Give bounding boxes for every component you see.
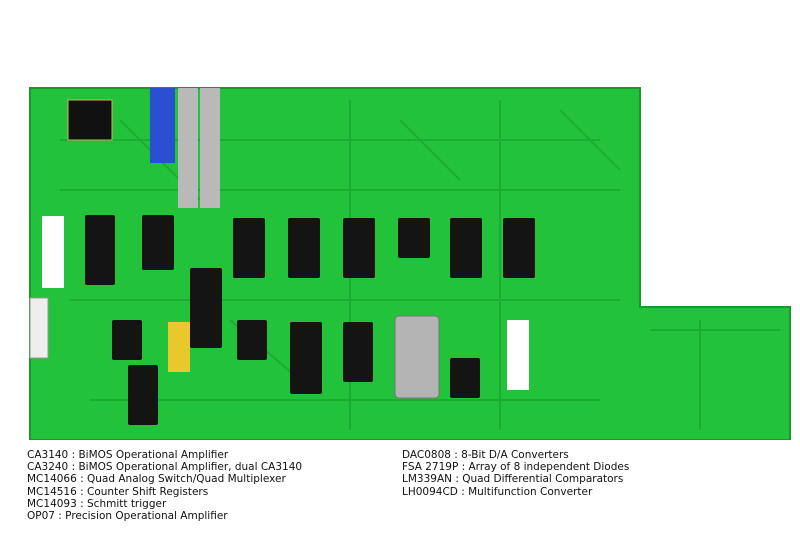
ic-chip bbox=[288, 218, 320, 278]
capacitor-yellow bbox=[168, 322, 190, 372]
connector bbox=[29, 297, 49, 359]
ic-chip bbox=[450, 358, 480, 398]
ic-chip bbox=[398, 218, 430, 258]
legend-item: LM339AN : Quad Differential Comparators bbox=[402, 473, 624, 486]
ic-chip bbox=[343, 218, 375, 278]
ic-chip bbox=[290, 322, 322, 394]
circuit-board-photo bbox=[29, 87, 791, 440]
ic-chip bbox=[190, 268, 222, 348]
legend-item: MC14066 : Quad Analog Switch/Quad Multip… bbox=[27, 473, 286, 486]
ic-chip bbox=[85, 215, 115, 285]
legend-right: DAC0808 : 8-Bit D/A Converters FSA 2719P… bbox=[402, 449, 629, 498]
resistor-network-right bbox=[507, 320, 529, 390]
crystal-oscillator bbox=[394, 315, 440, 399]
ic-chip bbox=[128, 365, 158, 425]
legend-item: CA3140 : BiMOS Operational Amplifier bbox=[27, 449, 229, 461]
ic-chips bbox=[85, 215, 535, 425]
trimmer-potentiometers bbox=[150, 88, 220, 208]
resistor-network-left bbox=[42, 216, 64, 288]
ic-chip bbox=[503, 218, 535, 278]
ic-socket bbox=[67, 99, 113, 141]
legend-item: MC14093 : Schmitt trigger bbox=[27, 497, 167, 510]
legend-item: LH0094CD : Multifunction Converter bbox=[402, 485, 593, 498]
legend-item: CA3240 : BiMOS Operational Amplifier, du… bbox=[27, 461, 303, 474]
ic-chip bbox=[142, 215, 174, 270]
ic-chip bbox=[112, 320, 142, 360]
ic-chip bbox=[343, 322, 373, 382]
legend-item: DAC0808 : 8-Bit D/A Converters bbox=[402, 449, 569, 461]
ic-chip bbox=[237, 320, 267, 360]
legend-item: MC14516 : Counter Shift Registers bbox=[27, 485, 209, 498]
ic-chip bbox=[233, 218, 265, 278]
ic-chip bbox=[450, 218, 482, 278]
legend-item: FSA 2719P : Array of 8 independent Diode… bbox=[402, 461, 630, 474]
legend-left: CA3140 : BiMOS Operational Amplifier CA3… bbox=[27, 449, 302, 522]
legend-item: OP07 : Precision Operational Amplifier bbox=[27, 510, 228, 523]
